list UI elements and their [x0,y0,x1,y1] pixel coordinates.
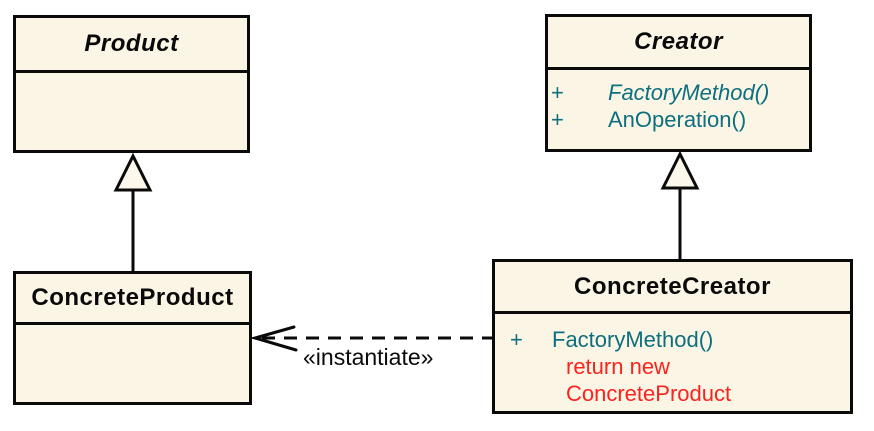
instantiate-stereotype-label: «instantiate» [303,344,434,370]
pseudocode-text: return new [566,353,670,379]
creator-method-factorymethod: + FactoryMethod() [551,79,809,106]
creator-members-compartment: + FactoryMethod() + AnOperation() [548,70,809,149]
method-signature: AnOperation() [608,106,747,132]
concrete-creator-class-name: ConcreteCreator [495,262,850,314]
product-class-name: Product [16,18,247,73]
pseudocode-line: ConcreteProduct [566,380,850,407]
visibility-plus: + [551,106,564,132]
method-signature: FactoryMethod() [608,79,770,105]
visibility-plus: + [551,79,564,105]
creator-class-name: Creator [548,17,809,70]
concrete-creator-members-compartment: + FactoryMethod() return new ConcretePro… [495,314,850,411]
visibility-plus: + [510,326,523,352]
product-members-compartment [16,73,247,150]
creator-method-anoperation: + AnOperation() [551,106,809,133]
generalization-triangle-icon [660,150,700,190]
generalization-triangle-icon [113,152,153,192]
method-signature: FactoryMethod() [552,326,714,352]
concrete-product-members-compartment [16,325,249,402]
concrete-product-class-box: ConcreteProduct [13,271,252,405]
concrete-product-class-name: ConcreteProduct [16,274,249,325]
pseudocode-line: return new [566,353,850,380]
concrete-creator-class-box: ConcreteCreator + FactoryMethod() return… [492,259,853,414]
creator-generalization-connector [660,150,700,261]
open-arrowhead-icon [249,325,298,352]
creator-class-box: Creator + FactoryMethod() + AnOperation(… [545,14,812,152]
product-class-box: Product [13,15,250,153]
product-generalization-connector [113,152,153,273]
pseudocode-text: ConcreteProduct [566,380,732,406]
concrete-creator-method-factorymethod: + FactoryMethod() [510,326,850,353]
